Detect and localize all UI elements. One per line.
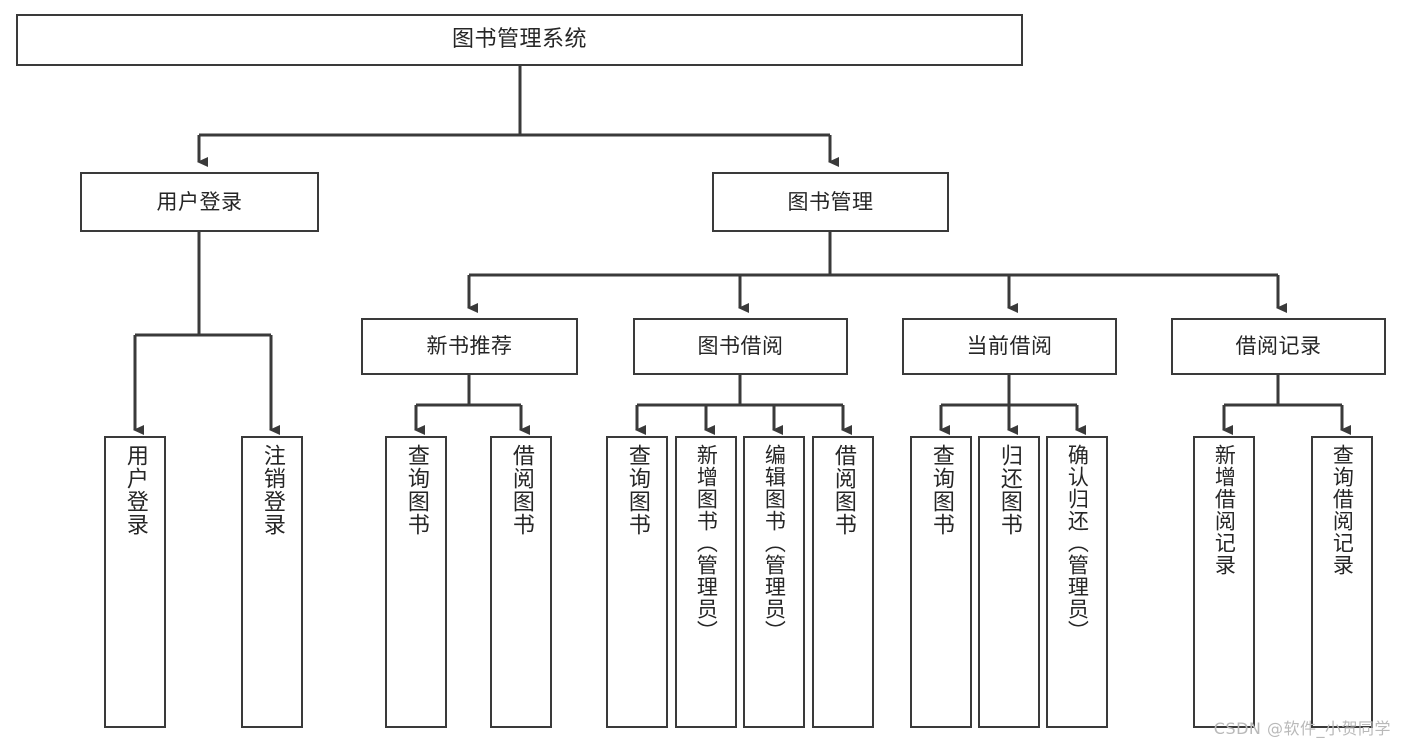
node-leaf-logout-label: 注销登录 [259,444,285,536]
node-root-label: 图书管理系统 [451,27,587,53]
node-leaf-query-borrow-record-label: 查询借阅记录 [1330,444,1355,576]
node-leaf-query-borrow-record[interactable]: 查询借阅记录 [1311,436,1373,728]
node-leaf-confirm-return-admin-label: 确认归还（管理员） [1065,444,1090,642]
node-leaf-add-borrow-record[interactable]: 新增借阅记录 [1193,436,1255,728]
node-current-borrow[interactable]: 当前借阅 [902,318,1117,375]
node-leaf-user-login[interactable]: 用户登录 [104,436,166,728]
node-borrow-records[interactable]: 借阅记录 [1171,318,1386,375]
node-book-management[interactable]: 图书管理 [712,172,949,232]
node-new-book-recommend-label: 新书推荐 [426,334,513,359]
node-book-management-label: 图书管理 [787,189,874,214]
node-leaf-borrow-query-book[interactable]: 查询图书 [606,436,668,728]
node-leaf-logout[interactable]: 注销登录 [241,436,303,728]
watermark: CSDN @软件_小贺同学 [1213,719,1391,738]
node-current-borrow-label: 当前借阅 [966,334,1053,359]
node-book-borrow[interactable]: 图书借阅 [633,318,848,375]
node-user-login[interactable]: 用户登录 [80,172,319,232]
node-leaf-add-book-admin[interactable]: 新增图书（管理员） [675,436,737,728]
node-leaf-new-borrow-book[interactable]: 借阅图书 [490,436,552,728]
node-leaf-borrow-book-label: 借阅图书 [830,444,856,536]
node-leaf-new-query-book-label: 查询图书 [403,444,429,536]
node-leaf-current-query-book[interactable]: 查询图书 [910,436,972,728]
node-leaf-add-book-admin-label: 新增图书（管理员） [694,444,719,642]
node-leaf-borrow-query-book-label: 查询图书 [624,444,650,536]
node-leaf-borrow-book[interactable]: 借阅图书 [812,436,874,728]
node-borrow-records-label: 借阅记录 [1235,334,1322,359]
node-leaf-user-login-label: 用户登录 [122,444,148,536]
node-leaf-add-borrow-record-label: 新增借阅记录 [1212,444,1237,576]
node-leaf-current-query-book-label: 查询图书 [928,444,954,536]
node-leaf-new-borrow-book-label: 借阅图书 [508,444,534,536]
node-leaf-confirm-return-admin[interactable]: 确认归还（管理员） [1046,436,1108,728]
node-book-borrow-label: 图书借阅 [697,334,784,359]
node-root[interactable]: 图书管理系统 [16,14,1023,66]
node-leaf-return-book-label: 归还图书 [996,444,1022,536]
node-leaf-edit-book-admin-label: 编辑图书（管理员） [762,444,787,642]
node-leaf-new-query-book[interactable]: 查询图书 [385,436,447,728]
node-leaf-return-book[interactable]: 归还图书 [978,436,1040,728]
node-new-book-recommend[interactable]: 新书推荐 [361,318,578,375]
node-user-login-label: 用户登录 [156,189,243,214]
node-leaf-edit-book-admin[interactable]: 编辑图书（管理员） [743,436,805,728]
